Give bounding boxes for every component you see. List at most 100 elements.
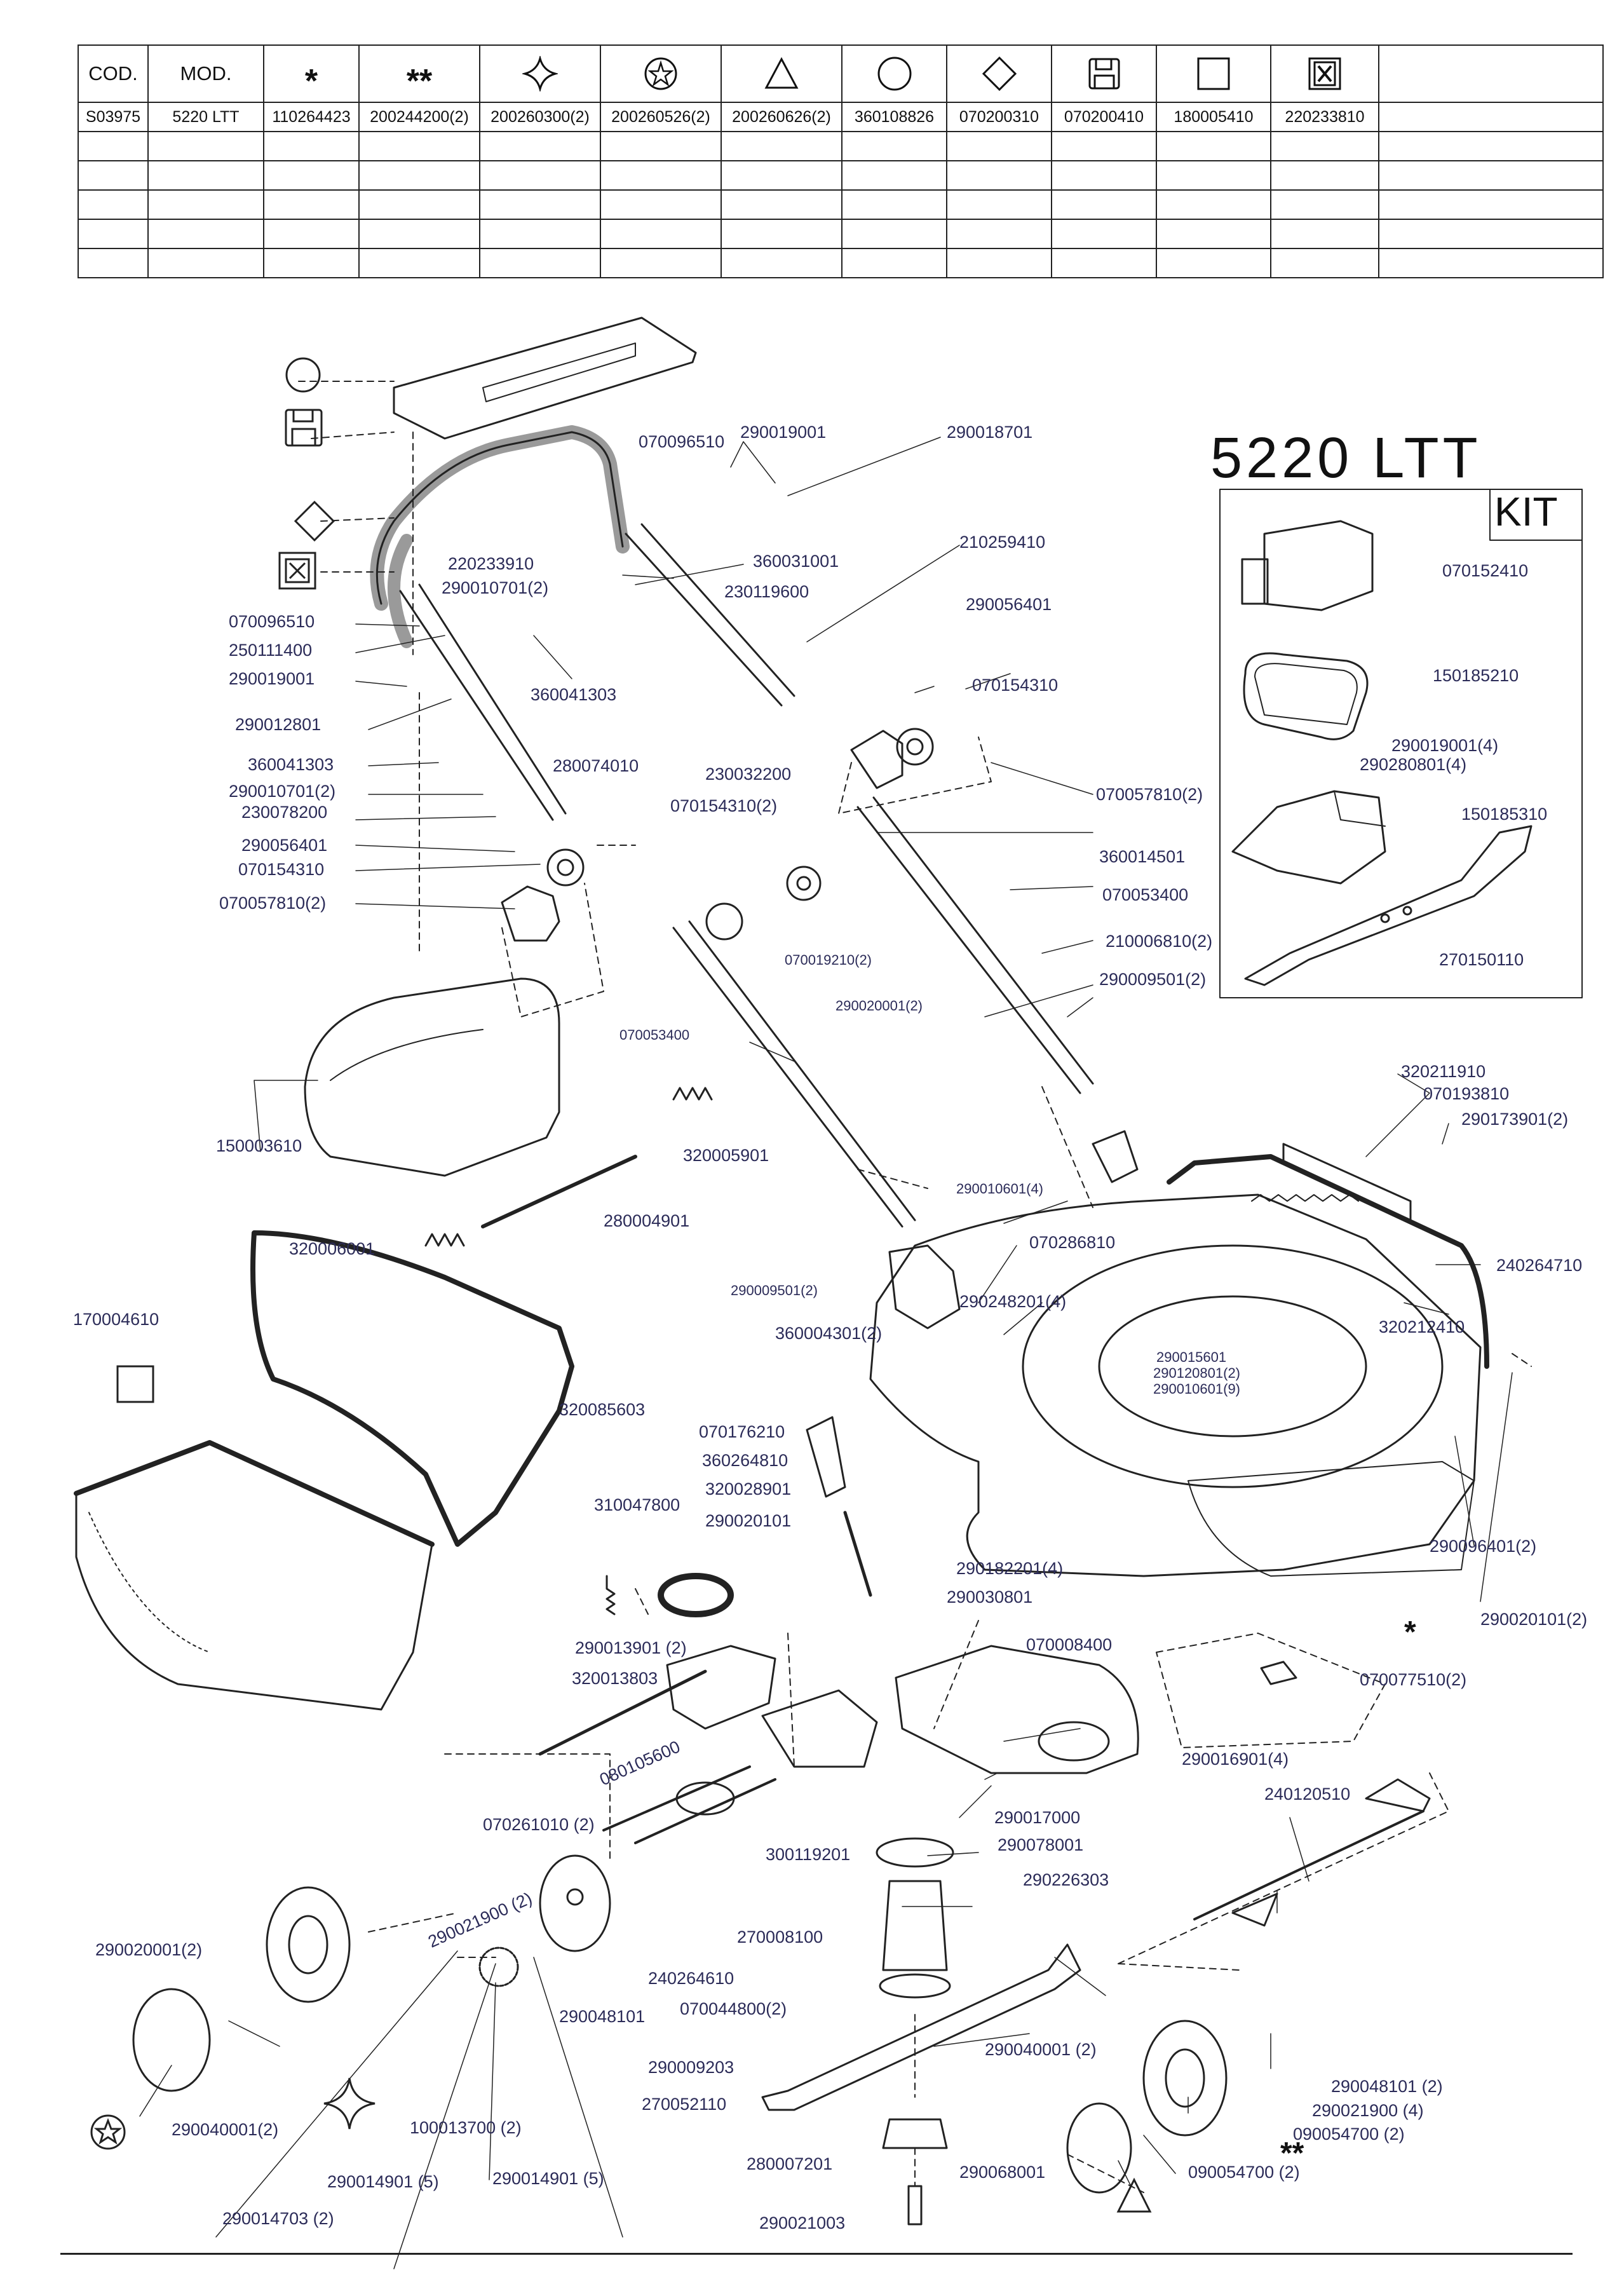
table-empty-row <box>78 131 1604 161</box>
callout-label: 280074010 <box>553 756 639 775</box>
callout-label: 070053400 <box>619 1027 690 1043</box>
header-mod: MOD. <box>147 44 264 103</box>
callout-label: 290020001(2) <box>836 998 923 1014</box>
callout-label: 290016901(4) <box>1182 1750 1289 1769</box>
callout-label: 320211910 <box>1401 1062 1486 1081</box>
blade-support <box>882 2118 948 2149</box>
cell-code: 070200410 <box>1051 102 1157 132</box>
asterisk-symbol: * <box>304 63 318 100</box>
blade-adapter <box>882 1880 948 1971</box>
callout-label: 290014901 (5) <box>327 2172 439 2191</box>
header-floppy-disk <box>1051 44 1157 103</box>
side-plate <box>888 1244 961 1329</box>
drive-gear <box>478 1947 519 1987</box>
right-upper-tube <box>625 523 795 707</box>
callout-label: 280007201 <box>747 2154 833 2173</box>
header-cod: COD. <box>78 44 149 103</box>
height-knob <box>705 902 743 941</box>
callout-label: 360014501 <box>1099 847 1186 866</box>
callout-label: 290021003 <box>759 2213 846 2233</box>
callout-label: 290009203 <box>648 2058 734 2077</box>
rear-axle-bar <box>1167 1154 1489 1369</box>
lever-rod <box>843 1511 872 1597</box>
header-diamond <box>946 44 1052 103</box>
callout-label: 070176210 <box>699 1422 785 1441</box>
table-row: S03975 5220 LTT 110264423 200244200(2) 2… <box>78 102 1604 132</box>
callout-label: 070057810(2) <box>219 894 327 913</box>
callout-label: 360004301(2) <box>775 1324 883 1343</box>
callout-label: 290014901 (5) <box>492 2169 604 2188</box>
callout-label: 170004610 <box>73 1310 159 1329</box>
hubcap-right <box>1066 2102 1132 2194</box>
callout-label: 360264810 <box>702 1451 788 1470</box>
callout-label: 090054700 (2) <box>1188 2163 1300 2182</box>
kit-blade <box>1244 825 1533 986</box>
callout-label: 280004901 <box>604 1211 690 1230</box>
floppy-disk-icon <box>1088 58 1120 90</box>
callout-label: 070154310 <box>238 860 325 879</box>
left-wheel <box>266 1886 351 2003</box>
callout-label: 230119600 <box>724 582 809 601</box>
floppy-marker-icon <box>285 409 323 447</box>
callout-label: 270052110 <box>642 2095 727 2114</box>
cell-code: 180005410 <box>1156 102 1271 132</box>
deck-bowl <box>1022 1244 1444 1488</box>
leader-lines <box>139 437 1513 2269</box>
cell-code: 200260526(2) <box>600 102 722 132</box>
callout-label: 290030801 <box>947 1587 1033 1607</box>
handle-cover <box>393 316 697 440</box>
callout-label: 270008100 <box>737 1927 823 1947</box>
callout-label: 290010701(2) <box>229 782 336 801</box>
deflector <box>1231 790 1386 885</box>
callout-label: 290010601(4) <box>956 1181 1044 1197</box>
mulch-plug <box>1241 520 1374 611</box>
double-asterisk-symbol: ** <box>406 63 433 100</box>
callout-label: 100013700 (2) <box>410 2118 522 2137</box>
square-marker-icon <box>116 1365 154 1403</box>
callout-label: 070096510 <box>639 432 725 451</box>
header-circled-star <box>600 44 722 103</box>
callout-label: 290182201(4) <box>956 1559 1064 1578</box>
callout-label: 290018701 <box>947 423 1033 442</box>
height-lever <box>806 1416 846 1498</box>
header-four-point-star <box>479 44 601 103</box>
callout-label: 070096510 <box>229 612 315 631</box>
callout-label: 310047800 <box>594 1495 680 1514</box>
callout-label: 320085603 <box>559 1400 646 1419</box>
callout-label: 070008400 <box>1026 1635 1113 1654</box>
spring-320006001 <box>424 1233 465 1247</box>
callout-label: 290048101 <box>559 2007 646 2026</box>
cell-code <box>1378 102 1604 132</box>
deck-asterisk-mark: * <box>1404 1615 1416 1649</box>
mower-deck <box>869 1193 1482 1577</box>
callout-label: 210006810(2) <box>1106 932 1213 951</box>
adjustment-knob-left <box>501 848 585 942</box>
header-triangle <box>721 44 842 103</box>
callout-label: 290056401 <box>241 836 328 855</box>
rod-280004901 <box>481 1155 637 1228</box>
clip-dash-box <box>1156 1633 1386 1748</box>
header-circle <box>841 44 947 103</box>
kit-callout-label: 290019001(4) <box>1391 736 1499 755</box>
header-double-asterisk: ** <box>358 44 480 103</box>
boxed-x-icon <box>1308 57 1341 90</box>
callout-label: 290020001(2) <box>95 1940 203 1959</box>
gearbox <box>666 1645 776 1730</box>
circled-star-icon <box>644 57 677 90</box>
spring-320085603 <box>606 1575 616 1615</box>
spring-320005901 <box>672 1087 713 1101</box>
kit-label-box <box>1489 489 1583 541</box>
callout-label: 320028901 <box>705 1479 792 1499</box>
callout-label: 290021900 (4) <box>1312 2101 1424 2120</box>
callout-label: 290020101 <box>705 1511 792 1530</box>
header-square <box>1156 44 1271 103</box>
dashed-guides <box>298 381 1532 2193</box>
cell-code: 200260300(2) <box>479 102 601 132</box>
kit-title: KIT <box>1494 489 1558 534</box>
circle-marker-icon <box>285 357 321 393</box>
deck-rear-plate <box>1188 1461 1475 1577</box>
right-wheel <box>1142 2020 1228 2137</box>
table-empty-row <box>78 248 1604 278</box>
drive-belt <box>658 1573 734 1617</box>
left-upper-tube <box>399 583 567 821</box>
